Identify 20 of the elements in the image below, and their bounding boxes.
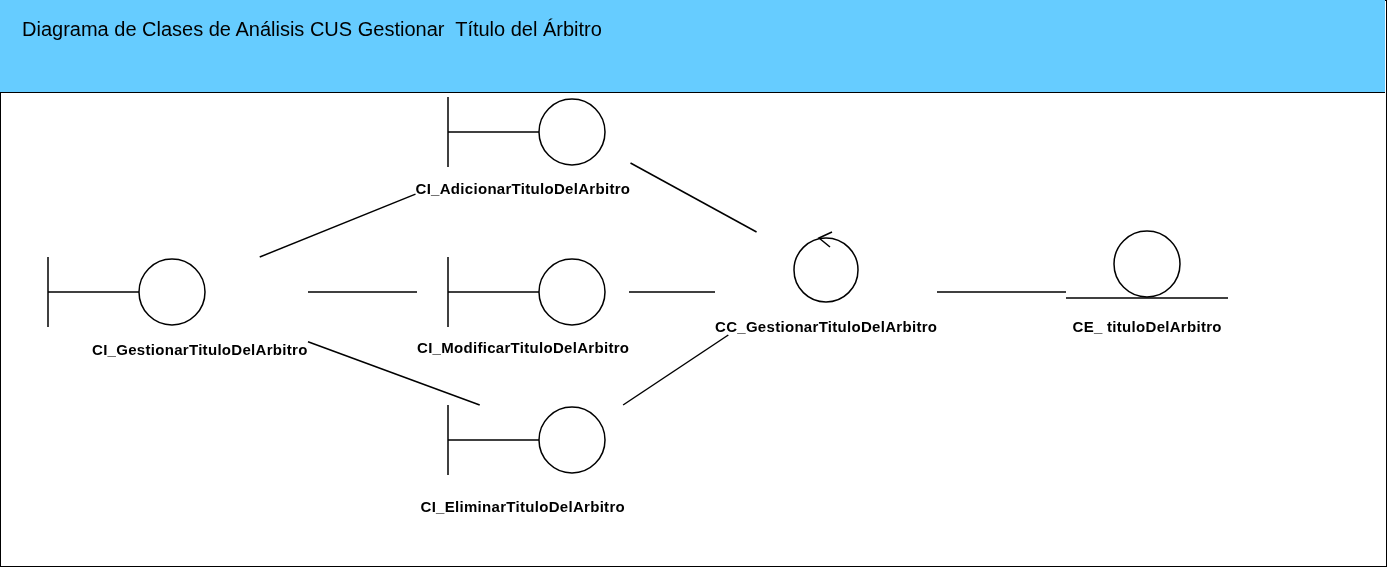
association-line [307,291,418,293]
boundary-class [417,257,629,356]
association-line [307,341,481,406]
class-name: CI_GestionarTituloDelArbitro [92,341,308,358]
boundary-class [420,405,626,515]
association-line [259,193,417,258]
association-line [622,334,730,406]
class-name: CI_AdicionarTituloDelArbitro [415,180,631,197]
diagram-title: Diagrama de Clases de Análisis CUS Gestionar Título del Árbitro [0,0,1385,93]
class-name: CC_GestionarTituloDelArbitro [715,318,938,335]
class-name: CI_ModificarTituloDelArbitro [417,339,630,356]
association-line [936,291,1067,293]
association-line [629,162,758,233]
class-name: CE_ tituloDelArbitro [1072,318,1222,335]
association-line [628,291,716,293]
control-class [715,232,937,335]
entity-class [1066,230,1228,335]
boundary-class [415,97,631,197]
class-name: CI_EliminarTituloDelArbitro [420,498,625,515]
boundary-class [47,257,308,358]
